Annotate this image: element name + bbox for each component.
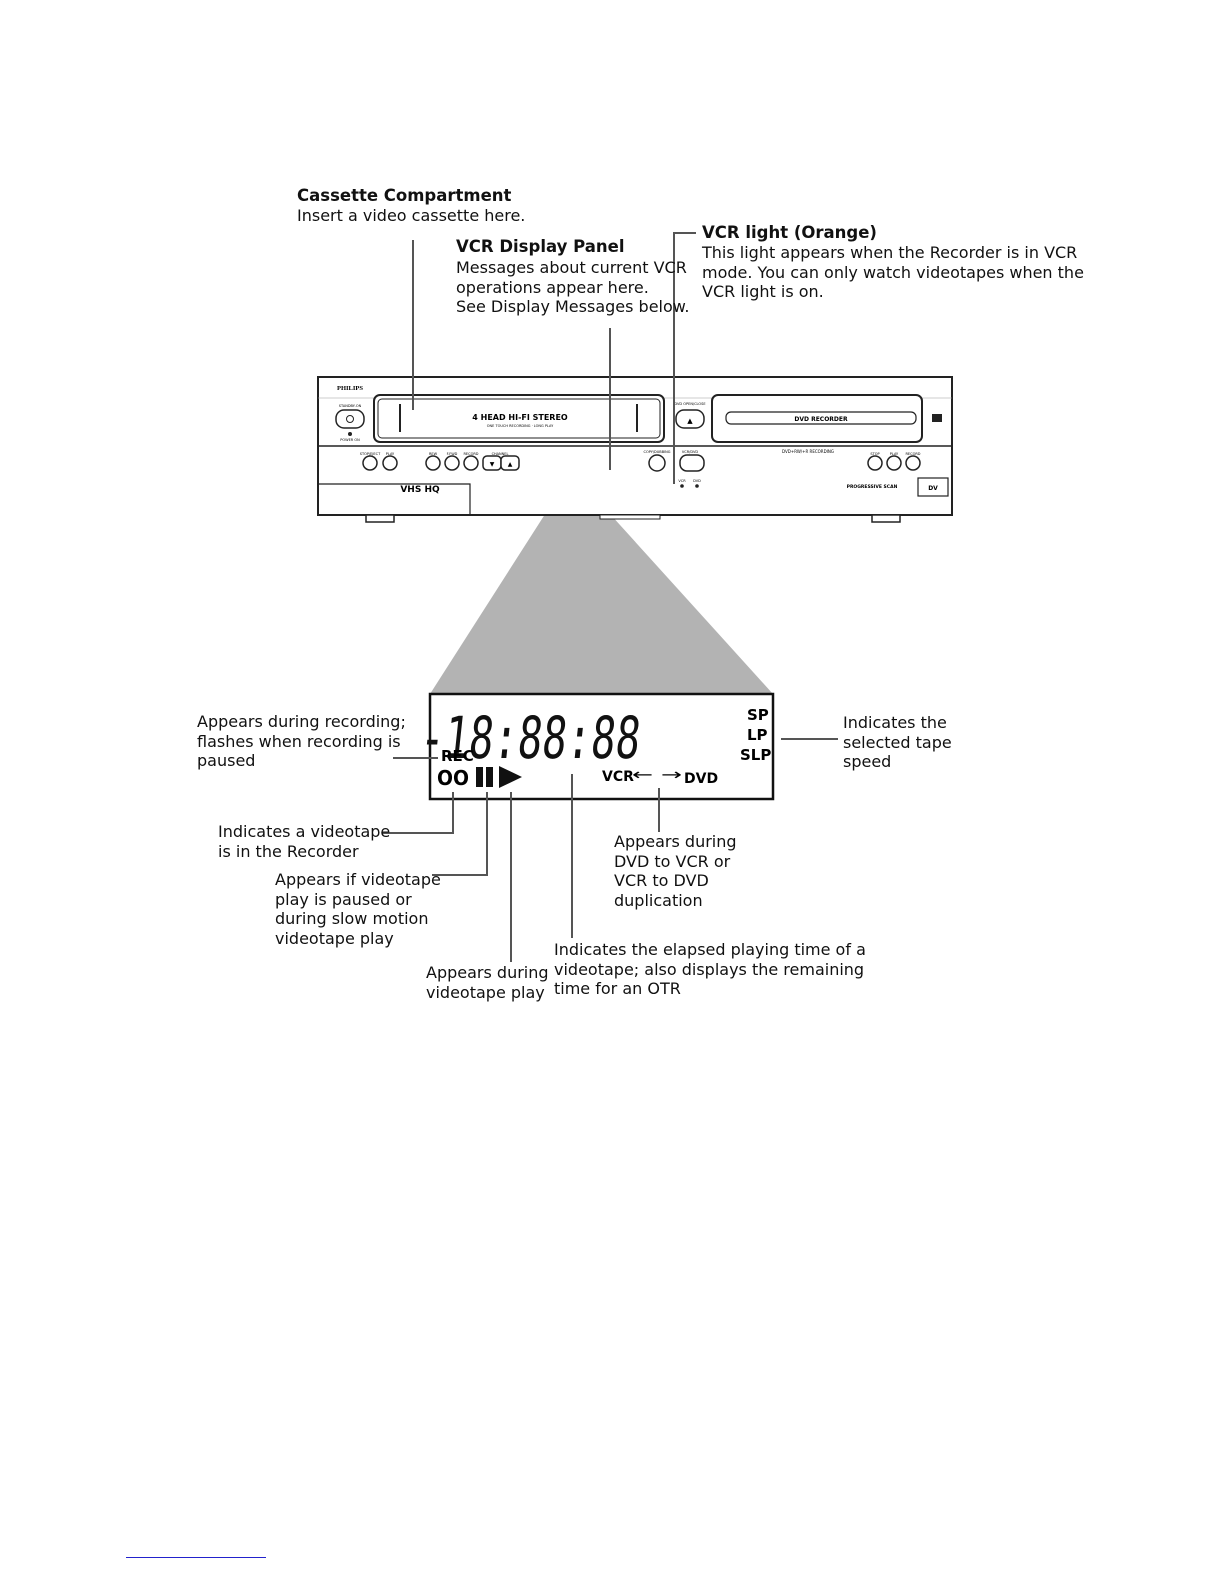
display-panel-title: VCR Display Panel (456, 237, 625, 256)
tape-label: 4 HEAD HI-FI STEREO (472, 413, 568, 422)
dup-vcr: VCR (602, 769, 634, 785)
vcr-button-label: CHANNEL (492, 452, 509, 456)
videotape-icon: OO (437, 766, 469, 790)
display-panel-text: Messages about current VCR operations ap… (456, 258, 690, 317)
vcr-button-label: STOP/EJECT (360, 452, 381, 456)
dvd-play-button[interactable] (886, 455, 902, 471)
vcr-display-panel: -18:88:88 REC SP LP SLP OO VCR ← → DVD (417, 692, 775, 801)
vcr-button-label: F.FWD (447, 452, 458, 456)
dvd-stop-button[interactable] (867, 455, 883, 471)
vcr-play-button[interactable] (382, 455, 398, 471)
videotape-in-callout: Indicates a videotape is in the Recorder (218, 822, 391, 861)
zoom-cone (430, 472, 773, 694)
dup-arrows: ← → (632, 765, 682, 784)
tape-sublabel: ONE TOUCH RECORDING · LONG PLAY (487, 424, 554, 428)
dvd-open-close-button[interactable] (675, 409, 705, 429)
copy-dubbing-button[interactable] (648, 454, 666, 472)
brand-label: PHILIPS (337, 385, 363, 392)
dvd-button-label: RECORD (906, 452, 921, 456)
dvd-button-label: PLAY (890, 452, 899, 456)
standby-label: STANDBY-ON (339, 404, 362, 408)
dv-input-panel (917, 477, 949, 497)
vcr-indicator-label: VCR (678, 479, 686, 483)
dvd-light (695, 484, 699, 488)
vcr-transport-buttons: STOP/EJECT PLAY REW F.FWD RECORD CHANNEL… (360, 452, 520, 471)
pause-icon (476, 767, 483, 787)
cassette-compartment[interactable] (373, 394, 665, 443)
vcr-light-text: This light appears when the Recorder is … (702, 243, 1084, 302)
svg-text:▲: ▲ (508, 461, 513, 468)
pause-callout: Appears if videotape play is paused or d… (275, 870, 441, 948)
svg-text:▼: ▼ (490, 461, 495, 468)
dvd-indicator-label: DVD (693, 479, 701, 483)
vcr-light-title: VCR light (Orange) (702, 223, 877, 242)
elapsed-callout: Indicates the elapsed playing time of a … (554, 940, 866, 999)
power-label: POWER ON (340, 438, 360, 442)
footer-rule (126, 1557, 266, 1558)
cassette-title: Cassette Compartment (297, 186, 512, 205)
device-front: PHILIPS STANDBY-ON POWER ON 4 HEAD HI-FI… (317, 376, 953, 523)
open-close-label: DVD OPEN/CLOSE (674, 402, 705, 406)
cassette-text: Insert a video cassette here. (297, 206, 526, 225)
standby-button[interactable] (335, 409, 365, 429)
vcr-record-button[interactable] (463, 455, 479, 471)
vcr-button-label: PLAY (386, 452, 395, 456)
dvd-record-button[interactable] (905, 455, 921, 471)
vcr-dvd-label: VCR/DVD (682, 450, 698, 454)
rewind-button[interactable] (425, 455, 441, 471)
rec-callout: Appears during recording; flashes when r… (197, 712, 406, 771)
speed-lp: LP (747, 726, 768, 744)
format-logos: VHS HQ (400, 485, 440, 495)
rec-indicator: REC (441, 747, 474, 765)
play-callout: Appears during videotape play (426, 963, 549, 1002)
stop-eject-button[interactable] (362, 455, 378, 471)
progressive-label: PROGRESSIVE SCAN (847, 484, 898, 490)
copy-label: COPY/DUBBING (644, 450, 671, 454)
channel-up-button[interactable] (500, 455, 520, 471)
vcr-light (680, 484, 684, 488)
dup-dvd: DVD (684, 771, 718, 787)
speed-slp: SLP (740, 746, 771, 764)
dv-label: DV (928, 485, 938, 492)
duplication-callout: Appears during DVD to VCR or VCR to DVD … (614, 832, 737, 910)
vcr-dvd-switch-button[interactable] (679, 454, 705, 472)
time-digits: -18:88:88 (417, 704, 644, 772)
tape-speed-callout: Indicates the selected tape speed (843, 713, 952, 772)
fast-forward-button[interactable] (444, 455, 460, 471)
dvd-button-label: STOP (870, 452, 879, 456)
speed-sp: SP (747, 706, 769, 724)
svg-text:▲: ▲ (687, 417, 693, 425)
power-indicator (348, 432, 352, 436)
vcr-button-label: REW (429, 452, 438, 456)
leader-lines (382, 232, 838, 962)
dvd-label: DVD RECORDER (794, 416, 848, 423)
dvd-caption: DVD+RW/+R RECORDING (782, 449, 834, 454)
play-icon (499, 766, 522, 788)
vcr-button-label: RECORD (464, 452, 479, 456)
